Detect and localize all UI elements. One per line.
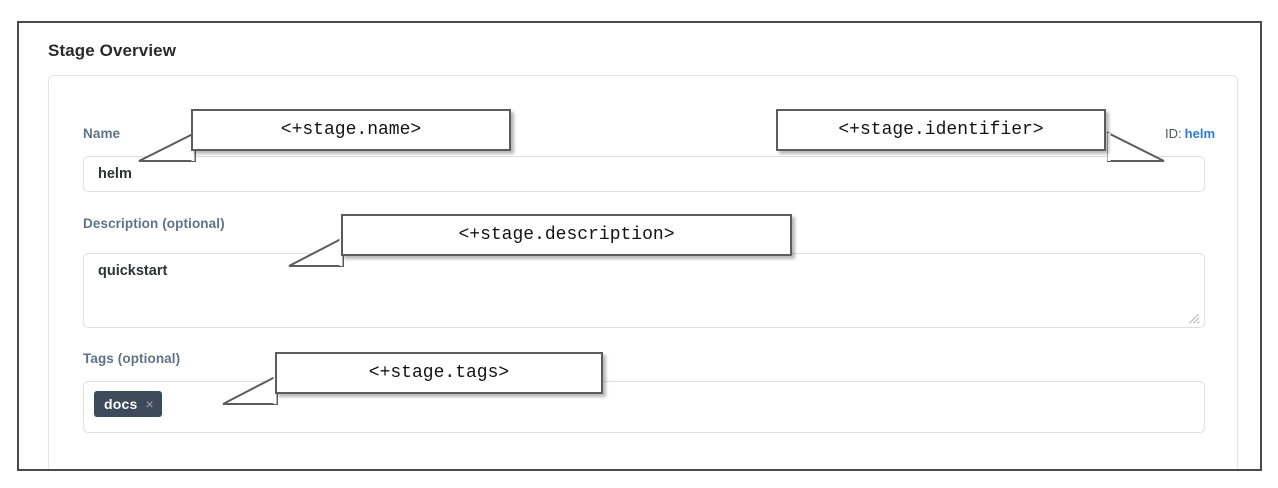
callout-identifier-tail-icon bbox=[1107, 131, 1165, 162]
name-field-label: Name bbox=[83, 126, 121, 141]
callout-stage-tags: <+stage.tags> bbox=[275, 352, 603, 394]
callout-tags-tail-icon bbox=[222, 374, 278, 405]
screenshot-frame: Stage Overview Name ID:helm Description … bbox=[17, 21, 1262, 471]
callout-description-tail-icon bbox=[288, 236, 344, 267]
stage-identifier: ID:helm bbox=[1165, 126, 1215, 141]
callout-stage-description: <+stage.description> bbox=[341, 214, 792, 256]
page-title: Stage Overview bbox=[48, 41, 177, 60]
callout-stage-identifier: <+stage.identifier> bbox=[776, 109, 1106, 151]
callout-name-tail-icon bbox=[138, 131, 196, 162]
name-input[interactable] bbox=[83, 156, 1205, 192]
description-field-label: Description (optional) bbox=[83, 216, 225, 231]
callout-stage-name: <+stage.name> bbox=[191, 109, 511, 151]
tag-chip-label: docs bbox=[104, 396, 138, 412]
tag-remove-icon[interactable]: × bbox=[145, 396, 154, 412]
identifier-value[interactable]: helm bbox=[1184, 126, 1215, 141]
tags-field-label: Tags (optional) bbox=[83, 351, 181, 366]
tag-chip-docs[interactable]: docs × bbox=[94, 391, 162, 417]
description-textarea[interactable] bbox=[83, 253, 1205, 328]
identifier-key-label: ID: bbox=[1165, 126, 1182, 141]
